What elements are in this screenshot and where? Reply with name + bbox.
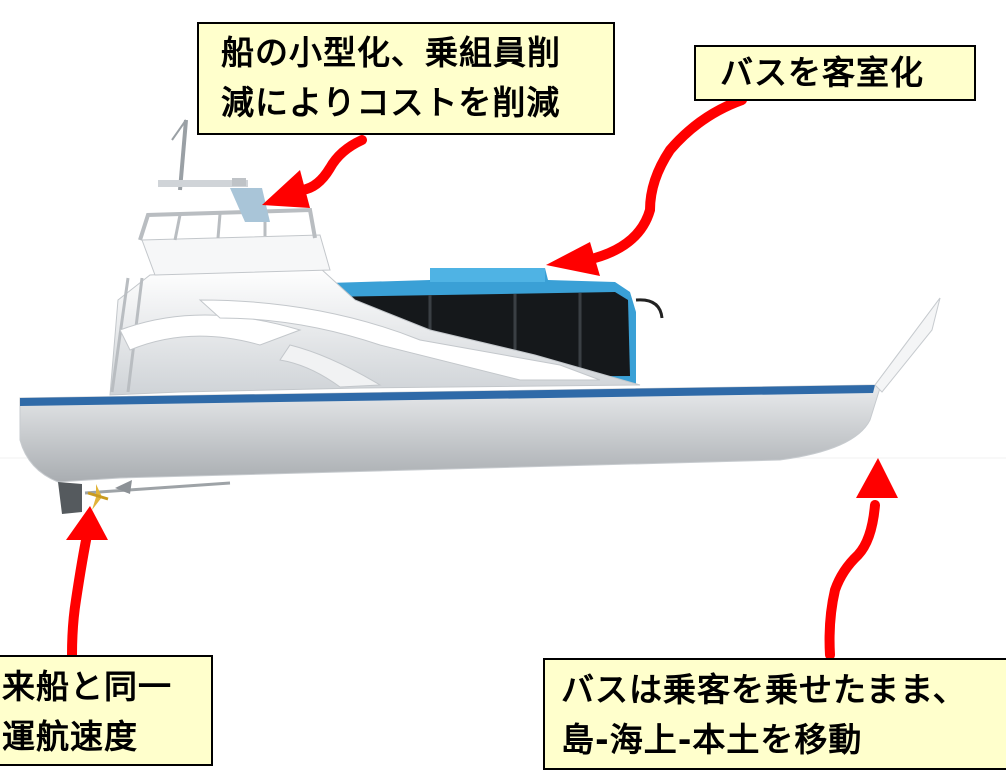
bow [874,297,941,393]
flybridge [141,234,331,276]
arrowheads [66,170,898,540]
callout-speed-line-1: 来船と同一 [2,667,172,706]
radar-arch [158,180,248,187]
rudder [58,482,82,514]
windshield [230,188,270,222]
callout-cost-reduction: 船の小型化、乗組員削 減によりコストを削減 [197,22,615,135]
arrow-bus-cabin [590,95,747,263]
hull [19,297,941,514]
callout-transfer: バスは乗客を乗せたまま、 島-海上-本土を移動 [543,658,1006,770]
callout-bus-cabin-line-1: バスを客室化 [720,53,924,92]
mast [178,119,188,191]
callout-bus-cabin: バスを客室化 [694,45,976,101]
bus-mirror [635,298,664,319]
arrowhead-transfer [856,458,898,498]
callout-transfer-line-2: 島-海上-本土を移動 [561,720,863,759]
arrowhead-bus-cabin [546,242,600,276]
superstructure [109,119,641,396]
callout-cost-line-2: 減によりコストを削減 [221,83,561,122]
bus-roof-unit [430,268,545,282]
arrowhead-cost [262,170,310,208]
callout-transfer-line-1: バスは乗客を乗せたまま、 [561,670,967,709]
arrow-speed [67,525,93,660]
callout-speed: 来船と同一 運航速度 [0,655,213,766]
arrows [67,95,880,660]
arrow-cost [297,135,367,195]
arrow-transfer [824,500,880,660]
hull-stripe [20,385,875,406]
arrowhead-speed [66,506,108,540]
callout-cost-line-1: 船の小型化、乗組員削 [221,33,561,72]
callout-speed-line-2: 運航速度 [2,717,138,756]
